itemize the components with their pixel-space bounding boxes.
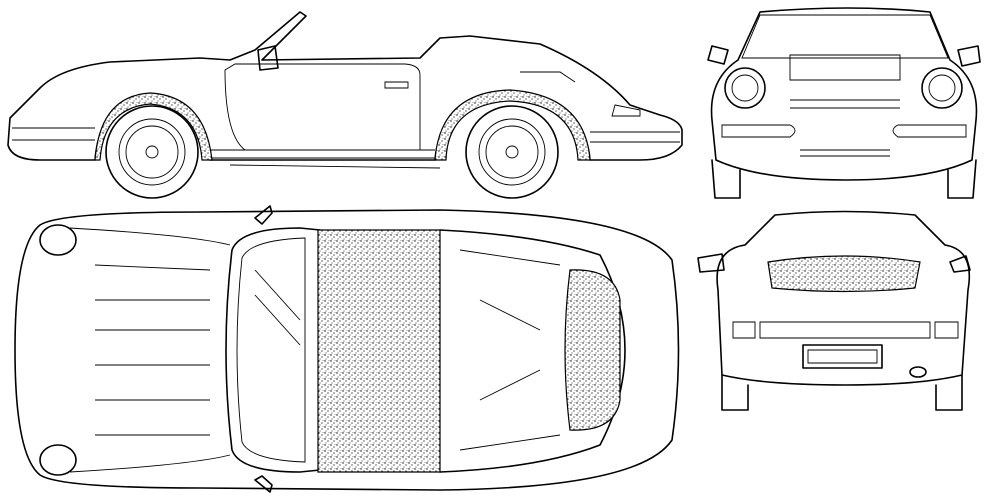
- top-view: [14, 205, 680, 493]
- side-view: [7, 11, 683, 199]
- rear-view: [697, 210, 971, 411]
- front-view: [707, 7, 981, 199]
